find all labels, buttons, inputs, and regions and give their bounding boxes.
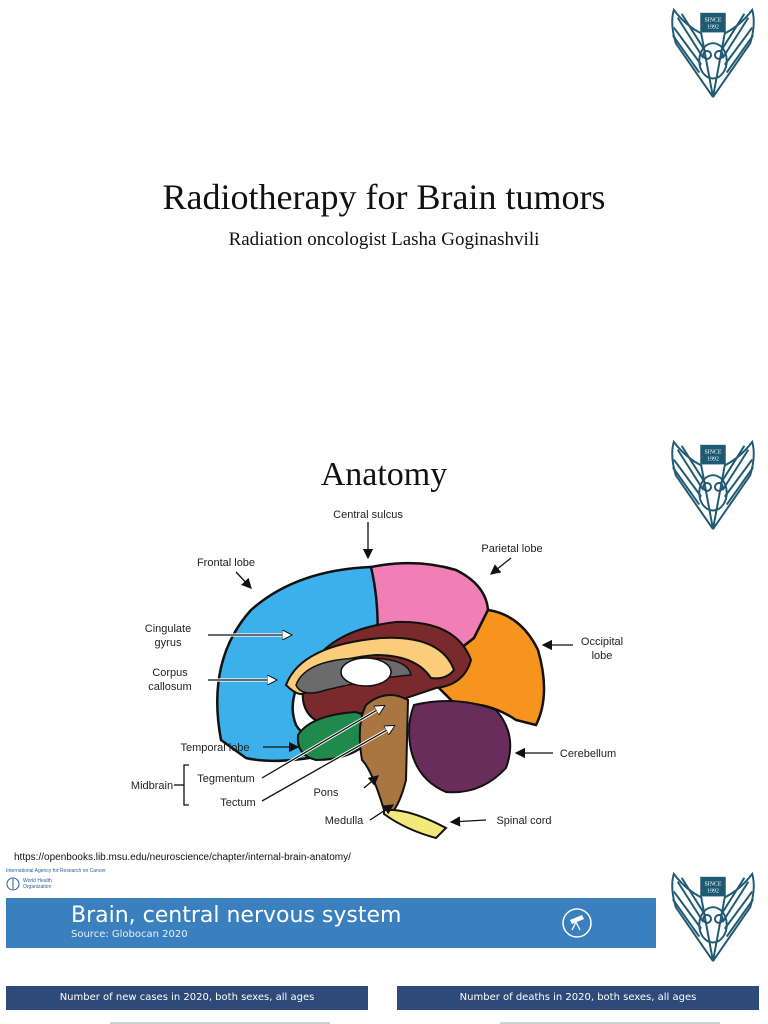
crest-badge-line1: SINCE	[705, 450, 722, 456]
label-corpus-line2: callosum	[148, 681, 191, 693]
crest-badge-line2: 1992	[707, 457, 719, 463]
label-central-sulcus: Central sulcus	[333, 510, 403, 521]
thalamus-region	[340, 657, 392, 687]
cerebellum-region	[408, 700, 512, 794]
banner-source: Source: Globocan 2020	[71, 929, 188, 940]
brain-sagittal-diagram: Central sulcus Frontal lobe Parietal lob…	[131, 510, 623, 840]
who-emblem-icon	[6, 877, 20, 891]
label-occipital-line1: Occipital	[581, 636, 623, 648]
label-midbrain: Midbrain	[131, 780, 173, 792]
label-tectum: Tectum	[220, 797, 255, 809]
winged-owl-crest-icon: SINCE 1992	[671, 7, 755, 98]
label-parietal-lobe: Parietal lobe	[481, 543, 542, 555]
label-pons: Pons	[313, 787, 339, 799]
winged-owl-crest-icon: SINCE 1992	[671, 871, 755, 962]
label-spinal-cord: Spinal cord	[496, 815, 551, 827]
panel-divider-right	[500, 1022, 720, 1024]
title-slide: SINCE 1992 Radiotherapy for Brain tumors…	[0, 0, 768, 432]
iarc-name: International Agency for Research on Can…	[6, 868, 106, 874]
who-name-line2: Organization	[23, 884, 52, 890]
anatomy-slide: SINCE 1992 Anatomy	[0, 432, 768, 864]
label-corpus-line1: Corpus	[152, 667, 188, 679]
slide-subtitle: Radiation oncologist Lasha Goginashvili	[228, 229, 540, 250]
label-temporal-lobe: Temporal lobe	[180, 742, 249, 754]
panel-divider-left	[110, 1022, 330, 1024]
slide-title: Radiotherapy for Brain tumors	[162, 177, 606, 217]
crest-badge-line1: SINCE	[705, 18, 722, 24]
label-leader-lines	[174, 522, 573, 827]
crest-badge-line2: 1992	[707, 889, 719, 895]
iarc-who-logo: International Agency for Research on Can…	[6, 868, 126, 896]
gco-telescope-icon	[562, 908, 592, 938]
anatomy-title: Anatomy	[320, 456, 448, 493]
deaths-panel-title: Number of deaths in 2020, both sexes, al…	[397, 986, 759, 1010]
label-tegmentum: Tegmentum	[197, 773, 254, 785]
crest-badge-line2: 1992	[707, 25, 719, 31]
banner-title: Brain, central nervous system	[71, 903, 402, 928]
new-cases-panel-title: Number of new cases in 2020, both sexes,…	[6, 986, 368, 1010]
winged-owl-crest-icon: SINCE 1992	[671, 439, 755, 530]
label-cingulate-line2: gyrus	[155, 637, 182, 649]
brainstem-region	[358, 694, 410, 811]
label-cerebellum: Cerebellum	[560, 748, 616, 760]
globocan-banner: Brain, central nervous system Source: Gl…	[6, 898, 656, 948]
label-medulla: Medulla	[325, 815, 364, 827]
source-link[interactable]: https://openbooks.lib.msu.edu/neuroscien…	[14, 852, 351, 863]
spinal-cord-region	[383, 809, 448, 840]
label-frontal-lobe: Frontal lobe	[197, 557, 255, 569]
label-cingulate-line1: Cingulate	[145, 623, 191, 635]
crest-badge-line1: SINCE	[705, 882, 722, 888]
who-name-line1: World Health	[23, 878, 52, 884]
label-occipital-line2: lobe	[592, 650, 613, 662]
globocan-slide: International Agency for Research on Can…	[0, 864, 768, 1024]
